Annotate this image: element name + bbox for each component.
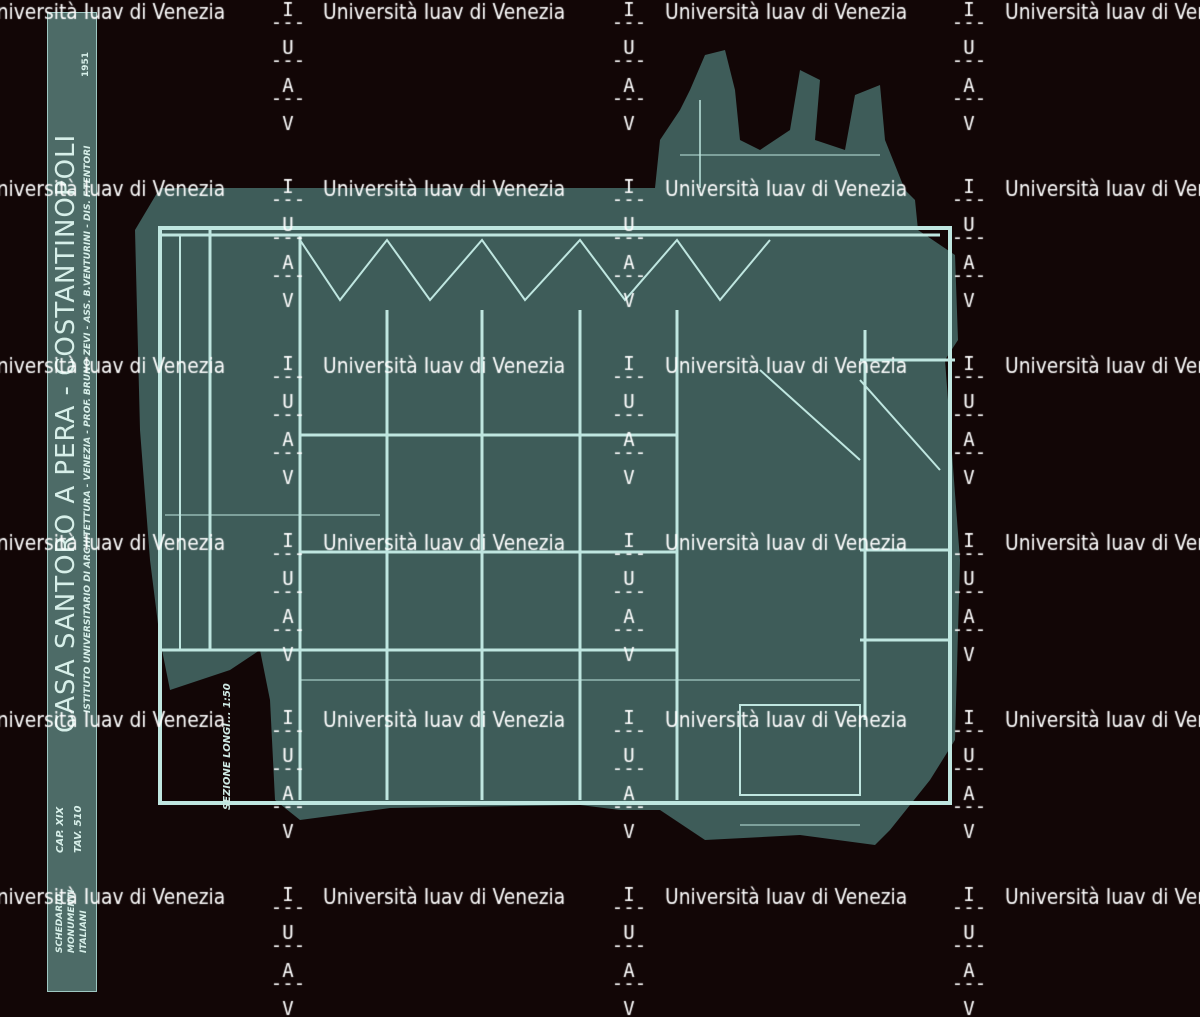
drawing-title: CASA SANTORO A PERA - COSTANTINOPOLI (51, 133, 81, 733)
cap-label: CAP. XIX (55, 806, 66, 853)
tav-label: TAV. 510 (73, 805, 84, 853)
section-label: SEZIONE LONGI... 1:50 (222, 683, 233, 810)
schedario-label: SCHEDARIO MONUMENTI ITALIANI (55, 889, 89, 953)
title-strip: CASA SANTORO A PERA - COSTANTINOPOLI IST… (47, 12, 97, 992)
chapter-table-label: CAP. XIX TAV. 510 (52, 806, 88, 853)
year-label: 1951 (81, 51, 91, 77)
institute-credits: ISTITUTO UNIVERSITARIO DI ARCHITETTURA -… (83, 145, 93, 713)
drawing-sheet (135, 50, 960, 845)
